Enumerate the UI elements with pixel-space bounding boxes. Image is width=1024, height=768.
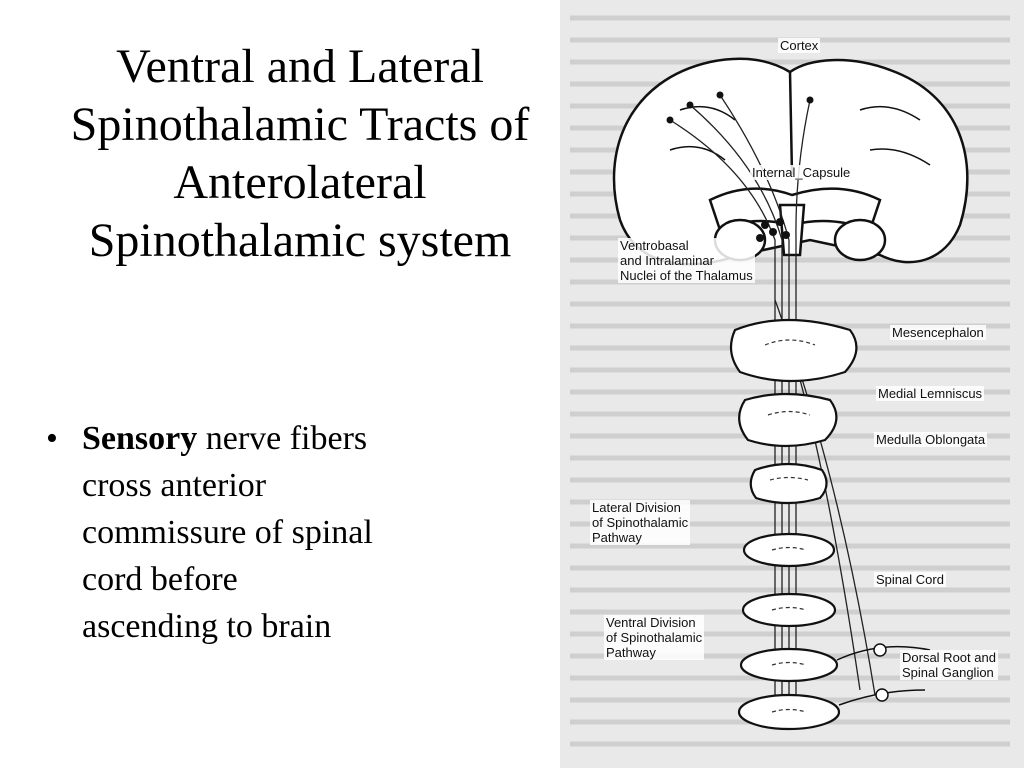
bullet-line-4: cord before	[82, 561, 238, 598]
label-lateral-line-2: of Spinothalamic	[592, 515, 689, 530]
label-mesencephalon: Mesencephalon	[890, 325, 986, 340]
label-ventral-line-1: Ventral Division	[606, 615, 696, 630]
label-lateral-line-3: Pathway	[592, 530, 642, 545]
cross-sections	[729, 318, 858, 731]
label-internal-capsule: Internal_Capsule	[750, 165, 853, 180]
cross-section-details	[764, 339, 816, 713]
thalamus-nuclei	[666, 91, 814, 242]
dorsal-root-ganglia	[836, 643, 931, 706]
bullet-line-5: ascending to brain	[82, 608, 332, 645]
label-spinal-cord: Spinal Cord	[874, 572, 946, 587]
spinothalamic-figure: Cortex Internal_Capsule Ventrobasal and …	[560, 0, 1024, 768]
title-line-4: Spinothalamic system	[88, 214, 512, 267]
bullet-text-1: nerve fibers	[205, 420, 368, 457]
label-cortex: Cortex	[778, 38, 821, 53]
title-line-2: Spinothalamic Tracts of	[70, 98, 530, 151]
slide-title: Ventral and Lateral Spinothalamic Tracts…	[0, 38, 600, 270]
label-dorsal-line-1: Dorsal Root and	[902, 650, 996, 665]
brain-outline	[612, 57, 969, 266]
label-ventrobasal-line-2: and Intralaminar	[620, 253, 714, 268]
bullet-bold-term: Sensory	[82, 420, 198, 457]
label-lateral-line-1: Lateral Division	[592, 500, 681, 515]
label-dorsal-line-2: Spinal Ganglion	[902, 665, 994, 680]
label-ventrobasal-line-1: Ventrobasal	[620, 238, 689, 253]
label-ventral-line-2: of Spinothalamic	[606, 630, 703, 645]
label-ventrobasal-line-3: Nuclei of the Thalamus	[620, 268, 753, 283]
bullet-list: • Sensory nerve fibers cross anterior co…	[40, 415, 500, 650]
bullet-dot-icon: •	[46, 420, 58, 457]
bullet-line-3: commissure of spinal	[82, 514, 373, 551]
label-dorsal-root: Dorsal Root and Spinal Ganglion	[900, 650, 998, 680]
label-medial-lemniscus: Medial Lemniscus	[876, 386, 985, 401]
bullet-line-2: cross anterior	[82, 467, 267, 504]
label-ventral-line-3: Pathway	[606, 645, 656, 660]
label-ventral-division: Ventral Division of Spinothalamic Pathwa…	[604, 615, 705, 660]
title-line-3: Anterolateral	[173, 156, 427, 209]
label-medulla-oblongata: Medulla Oblongata	[874, 432, 988, 447]
bullet-line-1: Sensory nerve fibers	[82, 415, 500, 462]
label-lateral-division: Lateral Division of Spinothalamic Pathwa…	[590, 500, 691, 545]
bullet-item: • Sensory nerve fibers cross anterior co…	[40, 415, 500, 650]
label-ventrobasal-nuclei: Ventrobasal and Intralaminar Nuclei of t…	[618, 238, 755, 283]
title-line-1: Ventral and Lateral	[116, 40, 484, 93]
